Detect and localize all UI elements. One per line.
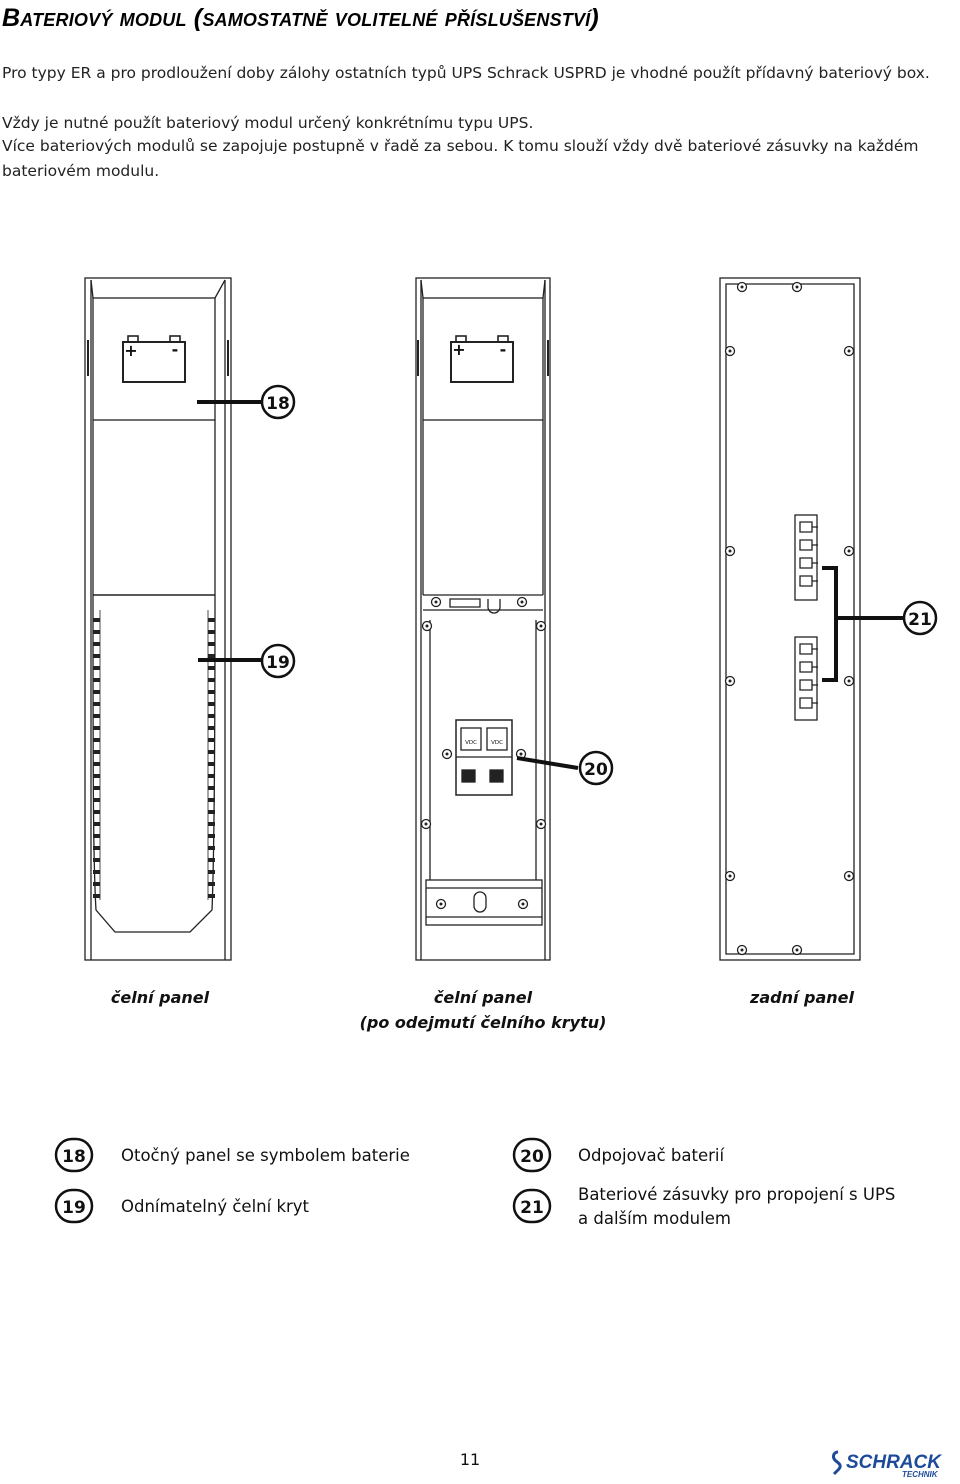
legend-text-19: Odnímatelný čelní kryt: [121, 1197, 310, 1216]
callout-21-leader: [822, 566, 904, 682]
svg-text:20: 20: [584, 760, 608, 780]
svg-text:21: 21: [908, 610, 932, 630]
legend-text-18: Otočný panel se symbolem baterie: [121, 1146, 410, 1165]
svg-text:21: 21: [520, 1198, 544, 1218]
callout-20-leader: [516, 756, 579, 770]
caption-front-panel-open: čelní panel: [433, 988, 533, 1007]
legend-badge-19: 19: [54, 1188, 94, 1224]
svg-text:TECHNIK: TECHNIK: [902, 1470, 939, 1478]
battery-module-diagram: + - 18 19: [84, 277, 938, 961]
callout-20-badge: 20: [578, 750, 614, 786]
caption-rear-panel: zadní panel: [750, 988, 854, 1007]
rear-panel-drawing: [719, 277, 861, 961]
battery-minus-label: -: [172, 340, 179, 359]
usage-paragraph: Vždy je nutné použít bateriový modul urč…: [2, 114, 534, 132]
legend-text-21-line2: a dalším modulem: [578, 1209, 731, 1228]
caption-front-panel: čelní panel: [110, 988, 210, 1007]
breaker-label: VDC: [465, 740, 477, 746]
legend-text-20: Odpojovač baterií: [578, 1146, 725, 1165]
page-number: 11: [459, 1450, 481, 1469]
front-panel-open-bolts: [420, 596, 547, 910]
page-title: Bateriový modul (samostatně volitelné př…: [2, 4, 599, 32]
caption-front-panel-open-note: (po odejmutí čelního krytu): [359, 1013, 607, 1032]
battery-plus-label: +: [452, 340, 465, 359]
front-panel-open-drawing: [415, 277, 551, 961]
battery-minus-label: -: [500, 340, 507, 359]
svg-text:18: 18: [62, 1147, 86, 1167]
schrack-technik-logo: SCHRACK TECHNIK: [832, 1450, 942, 1478]
callout-21-badge: 21: [902, 600, 938, 636]
callout-18-badge: 18: [260, 384, 296, 420]
front-panel-drawing: [84, 277, 232, 961]
battery-plus-label: +: [124, 341, 137, 360]
svg-text:18: 18: [266, 394, 290, 414]
svg-text:20: 20: [520, 1147, 544, 1167]
connection-paragraph: Více bateriových modulů se zapojuje post…: [2, 137, 919, 180]
svg-text:19: 19: [62, 1198, 86, 1218]
intro-paragraph: Pro typy ER a pro prodloužení doby záloh…: [2, 64, 930, 82]
legend-badge-18: 18: [54, 1137, 94, 1173]
legend-badge-20: 20: [512, 1137, 552, 1173]
svg-text:19: 19: [266, 653, 290, 673]
callout-19-badge: 19: [260, 643, 296, 679]
svg-text:SCHRACK: SCHRACK: [846, 1452, 942, 1473]
legend-text-21-line1: Bateriové zásuvky pro propojení s UPS: [578, 1185, 896, 1204]
legend-badge-21: 21: [512, 1188, 552, 1224]
breaker-label: VDC: [491, 740, 503, 746]
